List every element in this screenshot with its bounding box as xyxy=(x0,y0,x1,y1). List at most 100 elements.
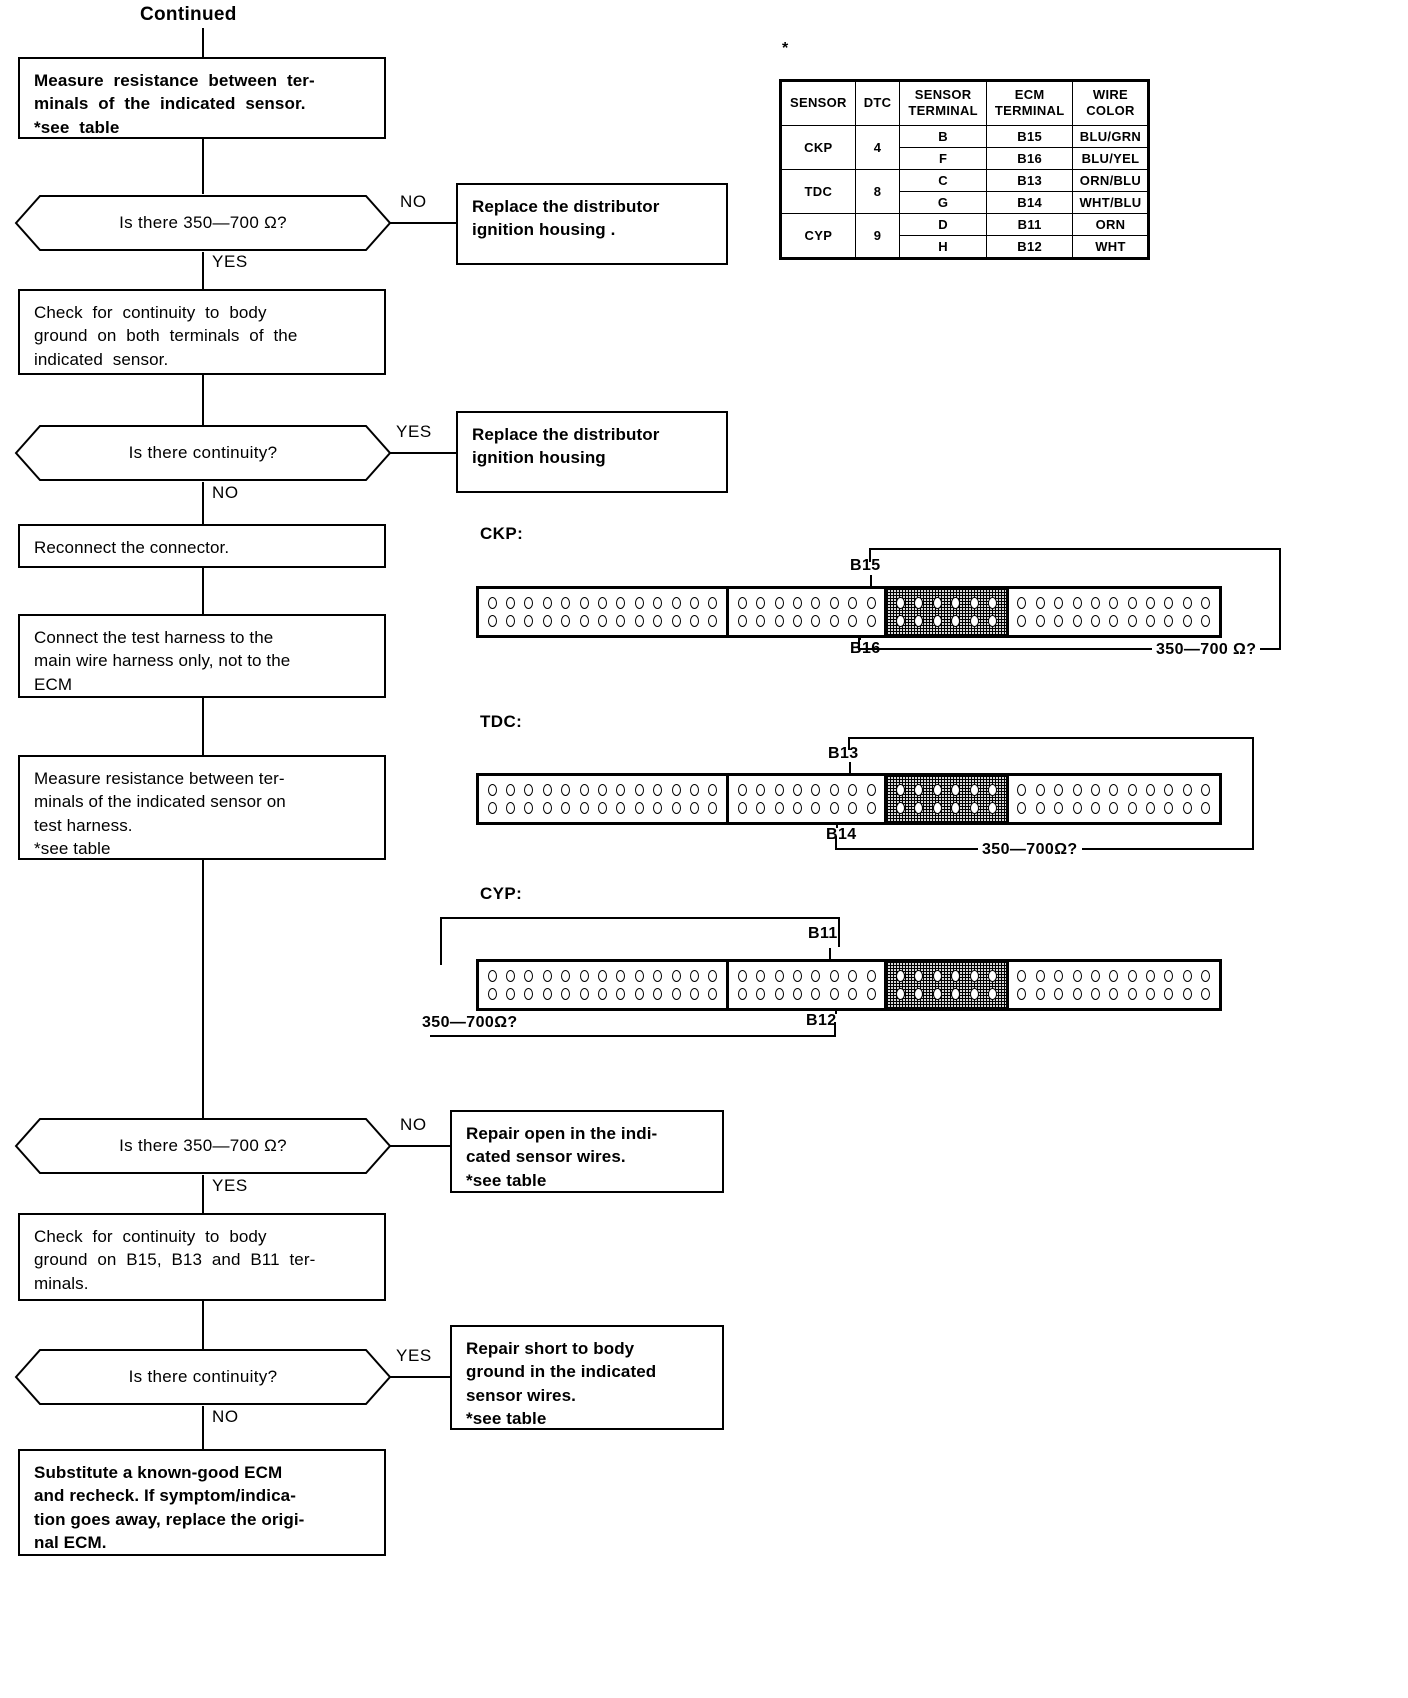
cell-ecm-terminal: B12 xyxy=(985,234,1074,258)
connector-pin xyxy=(1146,614,1156,627)
connector-pin xyxy=(987,597,997,610)
cell-dtc: 4 xyxy=(854,124,901,170)
tdc-bracket-left-bottom xyxy=(835,836,837,850)
connector-pin xyxy=(1201,597,1211,610)
flow-line-8 xyxy=(202,1301,204,1349)
connector-pin xyxy=(829,987,839,1000)
connector-pin xyxy=(1035,970,1045,983)
connector-pin xyxy=(914,614,924,627)
connector-pin xyxy=(542,784,552,797)
connector-pin xyxy=(969,614,979,627)
table-asterisk: * xyxy=(782,40,789,57)
connector-pin xyxy=(1182,987,1192,1000)
connector-pin xyxy=(1054,970,1064,983)
connector-pin xyxy=(598,614,608,627)
connector-pin xyxy=(653,614,663,627)
connector-title-cyp: CYP: xyxy=(480,884,523,903)
connector-segment xyxy=(729,776,888,822)
connector-pin xyxy=(932,597,942,610)
connector-pin xyxy=(653,597,663,610)
connector-pin xyxy=(1035,801,1045,814)
connector-pin xyxy=(1201,784,1211,797)
connector-pin xyxy=(932,987,942,1000)
connector-pin xyxy=(487,614,497,627)
connector-pin xyxy=(1182,970,1192,983)
tdc-measurement-label: 350—700Ω? xyxy=(978,841,1082,859)
connector-pin xyxy=(895,970,905,983)
connector-pin xyxy=(708,597,718,610)
connector-pin xyxy=(1017,801,1027,814)
cyp-pin-pointer-top xyxy=(829,948,831,964)
connector-pin xyxy=(737,784,747,797)
ckp-bracket-left-top xyxy=(869,548,871,562)
connector-pin xyxy=(987,614,997,627)
connector-title-tdc: TDC: xyxy=(480,712,523,731)
connector-pin xyxy=(866,614,876,627)
connector-pin xyxy=(1127,784,1137,797)
branch-label-yes-3: YES xyxy=(212,1176,248,1195)
connector-pin xyxy=(914,784,924,797)
connector-pin xyxy=(634,597,644,610)
connector-pin xyxy=(987,970,997,983)
connector-pin-row xyxy=(733,801,880,814)
connector-pin xyxy=(1090,987,1100,1000)
flow-line-no-1 xyxy=(390,222,458,224)
decision-text: Is there continuity? xyxy=(128,1367,278,1386)
connector-pin xyxy=(895,784,905,797)
connector-pin xyxy=(1054,801,1064,814)
connector-pin xyxy=(487,597,497,610)
connector-pin xyxy=(1164,784,1174,797)
connector-pin xyxy=(598,784,608,797)
connector-pin xyxy=(487,987,497,1000)
decision-350-700-2: Is there 350—700 Ω? xyxy=(14,1117,392,1175)
connector-pin xyxy=(792,970,802,983)
cell-sensor-terminal: C xyxy=(899,168,987,192)
ckp-pin-pointer-top xyxy=(870,575,872,591)
continued-label: Continued xyxy=(140,4,237,25)
cell-sensor-terminal: G xyxy=(899,190,987,214)
connector-pin xyxy=(1182,597,1192,610)
connector-pin xyxy=(1017,987,1027,1000)
connector-pin xyxy=(1164,970,1174,983)
connector-pin xyxy=(579,970,589,983)
connector-pin xyxy=(737,597,747,610)
connector-segment xyxy=(479,589,730,635)
connector-pin xyxy=(616,801,626,814)
branch-label-yes-2: YES xyxy=(396,422,432,441)
connector-pin xyxy=(1090,801,1100,814)
connector-pin xyxy=(524,987,534,1000)
connector-segment xyxy=(729,962,888,1008)
connector-pin xyxy=(561,970,571,983)
connector-pin xyxy=(1035,614,1045,627)
connector-pin xyxy=(487,784,497,797)
connector-pin xyxy=(579,597,589,610)
decision-text: Is there 350—700 Ω? xyxy=(119,213,287,232)
connector-pin xyxy=(774,970,784,983)
connector-pin xyxy=(1201,614,1211,627)
connector-pin xyxy=(1164,614,1174,627)
connector-pin xyxy=(737,614,747,627)
connector-pin xyxy=(1017,970,1027,983)
connector-pin xyxy=(1054,987,1064,1000)
connector-pin xyxy=(829,597,839,610)
connector-pin xyxy=(792,597,802,610)
connector-segment xyxy=(729,589,888,635)
connector-pin xyxy=(542,987,552,1000)
connector-pin-row xyxy=(483,970,722,983)
connector-pin xyxy=(616,784,626,797)
connector-pin xyxy=(671,970,681,983)
connector-pin xyxy=(524,970,534,983)
connector-pin xyxy=(542,970,552,983)
connector-pin xyxy=(708,614,718,627)
connector-segment-highlighted xyxy=(887,589,1009,635)
connector-pin xyxy=(1017,614,1027,627)
connector-pin xyxy=(811,597,821,610)
connector-pin xyxy=(951,784,961,797)
